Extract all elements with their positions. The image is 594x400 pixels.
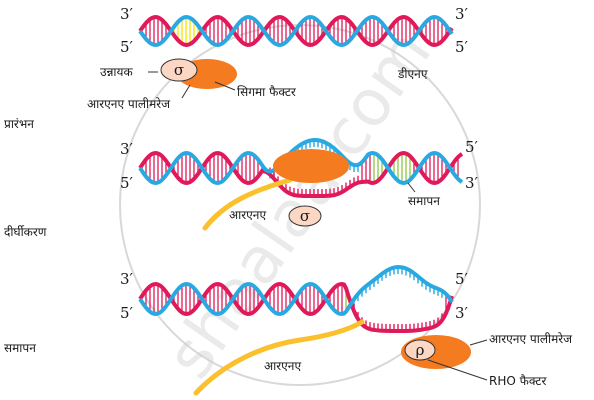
leader-terminator: [407, 182, 416, 193]
label-5prime-left: 5′: [120, 304, 134, 322]
label-5prime-left: 5′: [120, 38, 134, 56]
label-3prime-left: 3′: [120, 5, 134, 23]
dna-helix-termination: [138, 264, 454, 333]
label-3prime-left: 3′: [120, 140, 134, 158]
leader-polymerase-termination: [469, 339, 488, 346]
dna-strand-red: [138, 150, 464, 198]
label-3prime-left: 3′: [120, 270, 134, 288]
panel-termination: ρ आरएनए पालीमरेज RHO फैक्टर आरएनए 3′ 5′ …: [4, 264, 573, 396]
label-5prime-right: 5′: [455, 38, 469, 56]
label-dna: डीएनए: [397, 67, 428, 81]
label-rna-polymerase-initiation: आरएनए पालीमरेज: [87, 97, 171, 111]
label-5prime-right: 5′: [455, 270, 469, 288]
dna-helix-initiation: [138, 14, 454, 48]
rna-polymerase-elongation: [273, 149, 349, 183]
panel-elongation: σ 3′ 5′ 5′ 3′ आरएनए समापन दीर्घीकरण: [4, 138, 479, 239]
sigma-symbol: σ: [174, 61, 184, 79]
label-rna-polymerase-termination: आरएनए पालीमरेज: [489, 332, 573, 346]
dna-strand-blue: [138, 264, 454, 317]
stage-label-elongation: दीर्घीकरण: [4, 225, 47, 239]
dna-helix-elongation: [138, 138, 464, 198]
dna-strand-blue: [138, 138, 464, 186]
sigma-factor-shape: [160, 58, 198, 82]
rho-factor-shape: [404, 339, 436, 361]
leader-rho-factor: [427, 359, 488, 381]
rna-strand-elongation: [202, 177, 293, 231]
leader-sigma-factor: [214, 81, 236, 91]
label-promoter: उन्नायक: [100, 65, 133, 79]
stage-label-termination: समापन: [4, 341, 36, 355]
panel-initiation: 3′ 5′ 3′ 5′ σ उन्नायक सिगमा फैक्टर आरएनए…: [4, 5, 469, 131]
label-3prime-right: 3′: [465, 174, 479, 192]
rna-strand-termination: [193, 319, 365, 396]
released-sigma-symbol: σ: [300, 207, 310, 225]
label-5prime-left: 5′: [120, 174, 134, 192]
label-rna-elongation: आरएनए: [229, 208, 266, 222]
label-3prime-right: 3′: [455, 5, 469, 23]
label-rho-factor: RHO फैक्टर: [489, 374, 547, 388]
dna-strand-blue: [138, 14, 454, 48]
stage-label-initiation: प्रारंभन: [4, 117, 34, 131]
rho-symbol: ρ: [416, 341, 425, 359]
leader-polymerase: [181, 84, 191, 99]
label-rna-termination: आरएनए: [264, 359, 301, 373]
label-terminator: समापन: [408, 194, 440, 208]
released-sigma-shape: [288, 205, 322, 227]
label-sigma-factor: सिगमा फैक्टर: [237, 85, 297, 99]
label-5prime-right: 5′: [465, 138, 479, 156]
label-3prime-right: 3′: [455, 304, 469, 322]
